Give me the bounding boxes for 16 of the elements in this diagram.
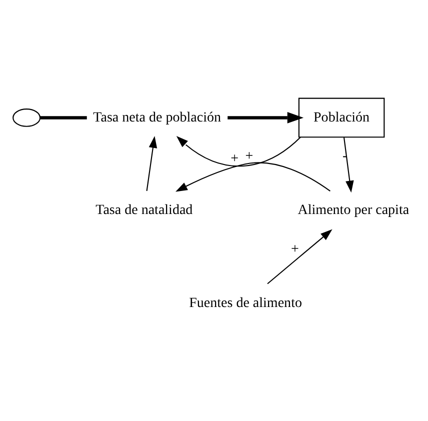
arrow (146, 136, 158, 192)
node-text: Tasa de natalidad (96, 203, 193, 218)
arrow (228, 112, 304, 124)
node-cloud (12, 108, 41, 127)
arrow (176, 162, 330, 192)
arrow (343, 138, 354, 193)
node-box: Población (298, 98, 385, 138)
node-text: Fuentes de alimento (189, 296, 302, 311)
edge-label: + (230, 151, 239, 166)
connector (40, 116, 87, 120)
edge-label: + (245, 149, 254, 164)
arrow (267, 229, 332, 284)
node-text: Alimento per capita (298, 203, 410, 218)
node-text: Tasa neta de población (93, 110, 222, 126)
edge-label: + (291, 242, 299, 258)
arrow (176, 136, 301, 167)
